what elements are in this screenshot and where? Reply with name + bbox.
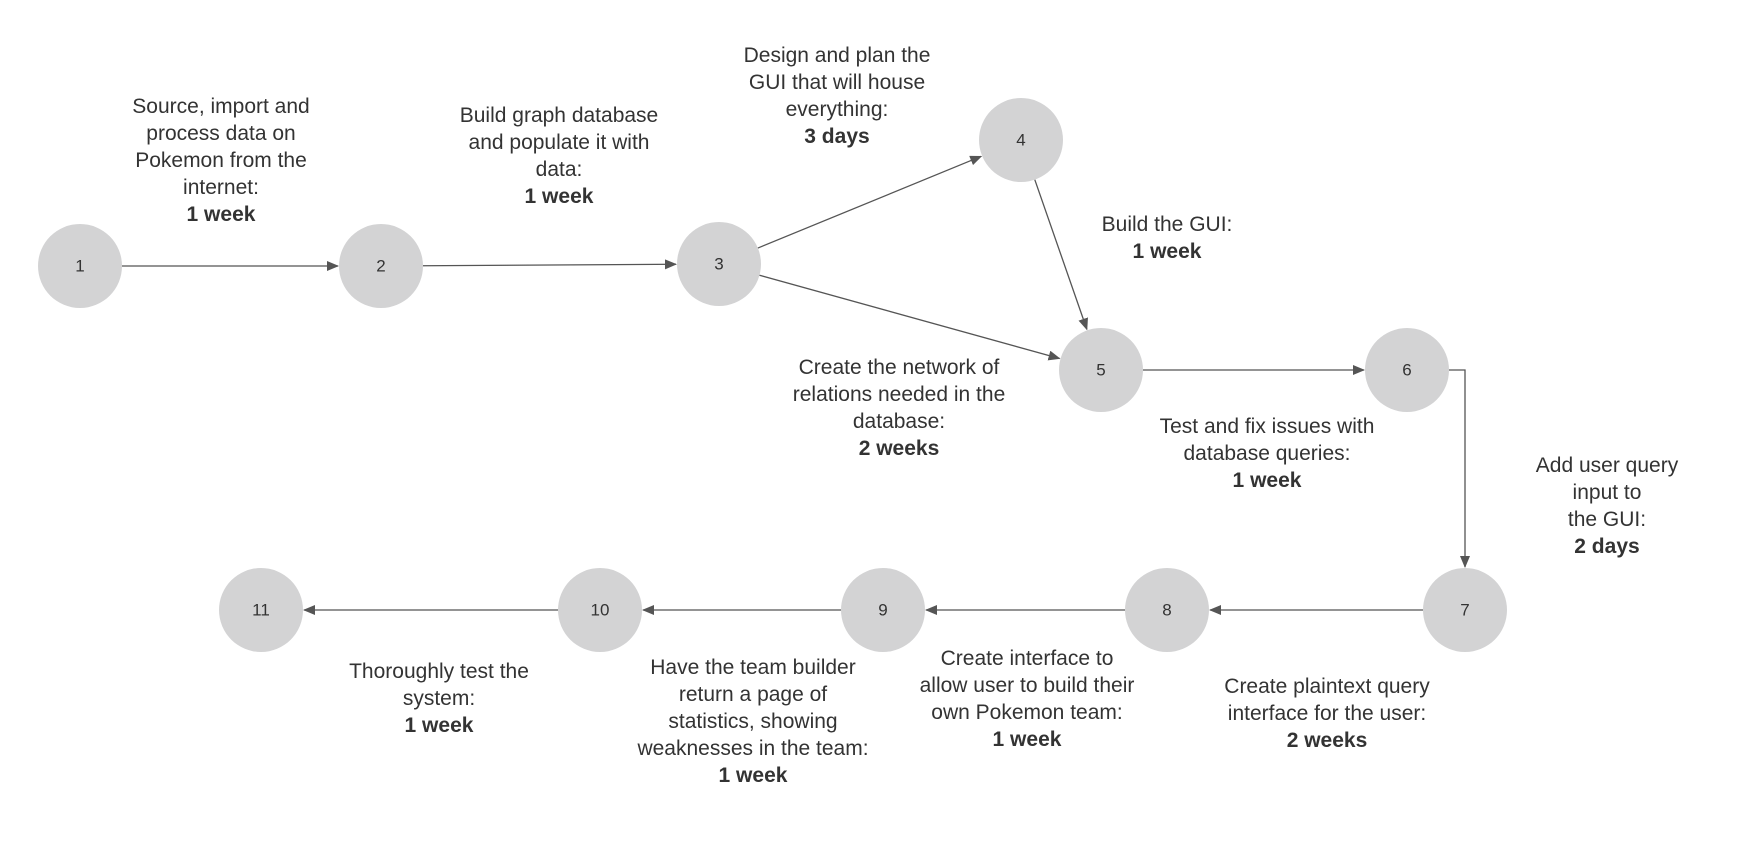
- node-label-3: 3: [714, 255, 723, 274]
- duration-6-7: 2 days: [1574, 535, 1640, 558]
- node-label-4: 4: [1016, 131, 1025, 150]
- node-label-11: 11: [252, 601, 270, 620]
- node-label-9: 9: [878, 601, 887, 620]
- node-label-6: 6: [1402, 361, 1411, 380]
- task-label-8-9: Create interface to allow user to build …: [919, 647, 1135, 751]
- task-label-5-6: Test and fix issues with database querie…: [1159, 415, 1375, 492]
- node-3: 3: [677, 222, 761, 306]
- node-circle-3: [677, 222, 761, 306]
- node-label-10: 10: [591, 601, 610, 620]
- node-circle-8: [1125, 568, 1209, 652]
- task-label-9-10: Have the team builder return a page of s…: [637, 656, 869, 787]
- task-label-2-3: Build graph database and populate it wit…: [459, 104, 659, 208]
- duration-4-5: 1 week: [1132, 240, 1202, 263]
- node-circle-11: [219, 568, 303, 652]
- node-circle-1: [38, 224, 122, 308]
- edges: [122, 155, 1470, 615]
- duration-1-2: 1 week: [186, 203, 256, 226]
- node-9: 9: [841, 568, 925, 652]
- edge-3-4: [757, 155, 983, 249]
- node-5: 5: [1059, 328, 1143, 412]
- task-label-1-2: Source, import and process data on Pokem…: [132, 95, 310, 226]
- node-label-2: 2: [376, 257, 385, 276]
- node-circle-9: [841, 568, 925, 652]
- task-label-6-7: Add user query input to the GUI: 2 days: [1531, 452, 1684, 560]
- node-circle-5: [1059, 328, 1143, 412]
- node-2: 2: [339, 224, 423, 308]
- node-8: 8: [1125, 568, 1209, 652]
- node-circle-6: [1365, 328, 1449, 412]
- duration-3-4: 3 days: [804, 125, 870, 148]
- edge-4-5: [1034, 179, 1088, 331]
- node-label-7: 7: [1460, 601, 1469, 620]
- duration-10-11: 1 week: [404, 714, 474, 737]
- task-label-3-4: Design and plan the GUI that will house …: [743, 44, 931, 148]
- edge-2-3: [422, 259, 678, 270]
- task-label-3-5: Create the network of relations needed i…: [792, 356, 1006, 460]
- node-6: 6: [1365, 328, 1449, 412]
- node-4: 4: [979, 98, 1063, 182]
- node-circle-10: [558, 568, 642, 652]
- duration-7-8: 2 weeks: [1286, 729, 1368, 752]
- task-label-4-5: Build the GUI: 1 week: [1101, 213, 1233, 263]
- task-label-10-11: Thoroughly test the system: 1 week: [349, 660, 529, 737]
- duration-2-3: 1 week: [524, 185, 594, 208]
- node-label-1: 1: [75, 257, 84, 276]
- node-7: 7: [1423, 568, 1507, 652]
- task-label-7-8: Create plaintext query interface for the…: [1224, 675, 1430, 752]
- node-11: 11: [219, 568, 303, 652]
- edge-3-5: [759, 274, 1061, 361]
- node-circle-7: [1423, 568, 1507, 652]
- nodes: 1 2 3 4 5 6 7 8 9 10 11: [38, 98, 1507, 652]
- node-label-5: 5: [1096, 361, 1105, 380]
- node-label-8: 8: [1162, 601, 1171, 620]
- edge-6-7: [1449, 369, 1470, 568]
- duration-5-6: 1 week: [1232, 469, 1302, 492]
- node-1: 1: [38, 224, 122, 308]
- duration-9-10: 1 week: [718, 764, 788, 787]
- duration-8-9: 1 week: [992, 728, 1062, 751]
- node-10: 10: [558, 568, 642, 652]
- node-circle-2: [339, 224, 423, 308]
- node-circle-4: [979, 98, 1063, 182]
- duration-3-5: 2 weeks: [858, 437, 940, 460]
